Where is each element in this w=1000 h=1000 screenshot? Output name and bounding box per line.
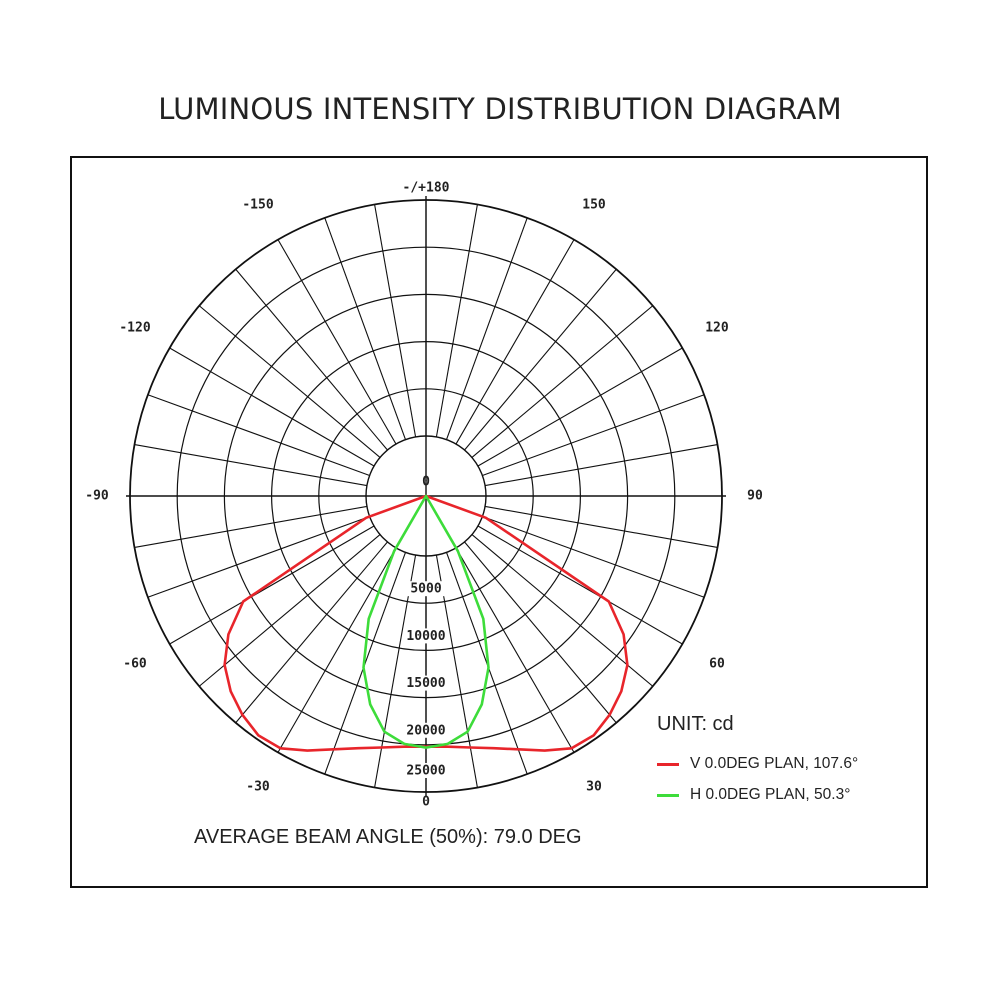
- angle-label: -120: [119, 321, 150, 336]
- angle-spoke: [482, 516, 705, 598]
- angle-label: -30: [246, 779, 270, 794]
- legend-label-v-plan: V 0.0DEG PLAN, 107.6°: [690, 755, 859, 772]
- legend-item-h-plan: H 0.0DEG PLAN, 50.3°: [657, 786, 850, 804]
- angle-spoke: [435, 204, 478, 438]
- angle-labels: 0 30 -30 60 -60 90 -90 120 -120 150 -150 -/+180 0: [85, 181, 763, 810]
- radial-label-bg: [404, 763, 448, 778]
- radial-label-bg: [404, 675, 448, 691]
- legend-swatch-v-plan: [657, 762, 679, 766]
- angle-spoke: [147, 516, 370, 598]
- angle-label: 120: [705, 321, 729, 336]
- angle-spoke: [198, 305, 381, 458]
- angle-spoke: [198, 534, 381, 687]
- angle-spoke: [484, 505, 718, 548]
- angle-label: -90: [85, 489, 109, 504]
- radial-label: 10000: [406, 629, 445, 644]
- angle-spoke: [277, 547, 397, 753]
- angle-spoke: [134, 505, 368, 548]
- angle-label: -60: [123, 657, 147, 672]
- angle-spoke: [484, 444, 718, 487]
- angle-label: 90: [747, 489, 763, 504]
- angle-spoke: [277, 239, 397, 445]
- angle-spoke: [464, 268, 617, 451]
- angle-spoke: [477, 525, 683, 645]
- angle-label: 60: [709, 657, 725, 672]
- radial-labels: 5000 10000 15000 20000 25000: [404, 581, 448, 779]
- radial-label-bg: [404, 722, 448, 738]
- radial-label: 20000: [406, 723, 445, 738]
- angle-label: -/+180: [403, 181, 450, 196]
- angle-spoke: [471, 305, 654, 458]
- radial-label: 5000: [410, 582, 441, 597]
- angle-spoke: [471, 534, 654, 687]
- legend-swatch-h-plan: [657, 793, 679, 797]
- angle-spoke: [147, 394, 370, 476]
- radial-label: 15000: [406, 676, 445, 691]
- data-series: [223, 494, 629, 752]
- angle-label: 0: [422, 795, 430, 810]
- angle-spoke: [477, 347, 683, 467]
- angle-spoke: [482, 394, 705, 476]
- unit-label: UNIT: cd: [657, 713, 734, 735]
- legend-item-v-plan: V 0.0DEG PLAN, 107.6°: [657, 755, 858, 773]
- radial-label: 25000: [406, 764, 445, 779]
- center-angle-label: 0: [422, 475, 430, 490]
- angle-spoke: [455, 239, 575, 445]
- angle-spoke: [169, 525, 375, 645]
- angle-spoke: [235, 268, 388, 451]
- angle-spoke: [464, 541, 617, 724]
- angle-spoke: [324, 217, 406, 440]
- angle-spoke: [235, 541, 388, 724]
- legend-label-h-plan: H 0.0DEG PLAN, 50.3°: [690, 786, 851, 803]
- angle-spoke: [374, 204, 417, 438]
- angle-spoke: [134, 444, 368, 487]
- radial-label-bg: [404, 581, 448, 597]
- angle-label: -150: [242, 198, 273, 213]
- angle-spoke: [455, 547, 575, 753]
- angle-label: 150: [582, 198, 606, 213]
- angle-spoke: [169, 347, 375, 467]
- radial-label-bg: [404, 628, 448, 644]
- page-title: LUMINOUS INTENSITY DISTRIBUTION DIAGRAM: [158, 92, 842, 126]
- angle-spoke: [446, 217, 528, 440]
- angle-label: 30: [586, 779, 602, 794]
- beam-angle-text: AVERAGE BEAM ANGLE (50%): 79.0 DEG: [194, 826, 582, 848]
